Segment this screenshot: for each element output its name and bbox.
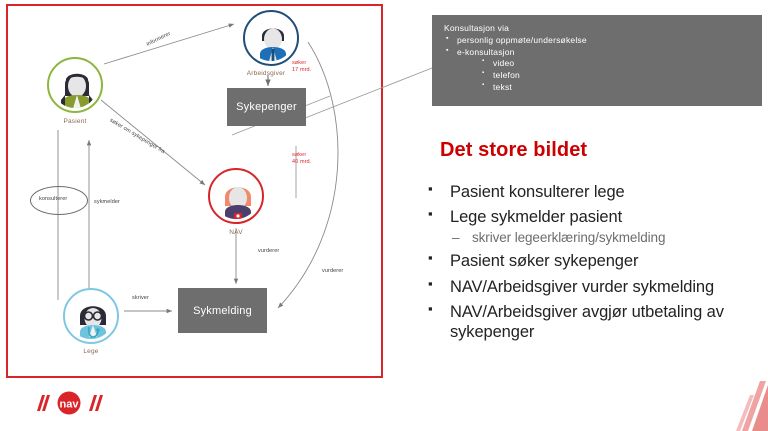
bullet-item: Lege sykmelder pasient skriver legeerklæ… (424, 206, 764, 246)
callout-subitem: telefon (482, 69, 752, 82)
callout-subitem: tekst (482, 81, 752, 94)
bullet-item: NAV/Arbeidsgiver vurder sykmelding (424, 276, 764, 297)
annotation-soker-40-line2: 40 mrd. (292, 158, 312, 165)
decorative-stripes (708, 361, 768, 431)
edge-label-vurderer-right: vurderer (322, 268, 344, 274)
bullet-label: NAV/Arbeidsgiver avgjør utbetaling av sy… (450, 303, 724, 342)
annotation-soker-40-line1: søker (292, 152, 307, 158)
edge-label-sykmelder: sykmelder (94, 199, 120, 205)
annotation-soker-17-line1: søker (292, 60, 307, 66)
bullet-label: Pasient søker sykepenger (450, 252, 639, 271)
content-bullet-list: Pasient konsulterer lege Lege sykmelder … (424, 181, 764, 348)
node-label-lege: Lege (83, 348, 99, 355)
bullet-subitem: skriver legeerklæring/sykmelding (450, 230, 764, 246)
node-label-arbeidsgiver: Arbeidsgiver (246, 70, 286, 77)
callout-item: e-konsultasjon (444, 46, 752, 59)
node-label-pasient: Pasient (63, 118, 87, 125)
avatar-arbeidsgiver (243, 10, 299, 66)
page-title: Det store bildet (440, 139, 588, 161)
bullet-item: NAV/Arbeidsgiver avgjør utbetaling av sy… (424, 301, 764, 343)
callout-subitem: video (482, 57, 752, 70)
edge-label-konsulterer: konsulterer (39, 196, 68, 202)
bullet-item: Pasient konsulterer lege (424, 181, 764, 202)
edge-label-vurderer-nav: vurderer (258, 248, 280, 254)
callout-item: personlig oppmøte/undersøkelse (444, 34, 752, 47)
process-box-sykmelding: Sykmelding (178, 288, 267, 333)
avatar-lege (63, 288, 119, 344)
annotation-soker-17-line2: 17 mrd. (292, 66, 312, 73)
callout-title: Konsultasjon via (444, 23, 510, 33)
callout-konsultasjon: Konsultasjon via personlig oppmøte/under… (432, 15, 762, 106)
avatar-pasient (47, 57, 103, 113)
bullet-label: Lege sykmelder pasient (450, 208, 623, 227)
bullet-label: Pasient konsulterer lege (450, 183, 625, 201)
process-box-sykepenger: Sykepenger (227, 88, 306, 126)
callout-sublist: video telefon tekst (482, 57, 752, 94)
nav-logo-text: nav (60, 399, 80, 411)
callout-list: personlig oppmøte/undersøkelse e-konsult… (444, 34, 752, 59)
bullet-sublist: skriver legeerklæring/sykmelding (450, 230, 764, 246)
bullet-item: Pasient søker sykepenger (424, 250, 764, 271)
avatar-nav (208, 168, 264, 224)
nav-logo: nav (33, 391, 111, 417)
edge-label-skriver: skriver (132, 295, 149, 301)
ellipse-konsulterer (30, 186, 88, 215)
bullet-label: NAV/Arbeidsgiver vurder sykmelding (450, 277, 715, 296)
node-label-nav: NAV (229, 229, 243, 236)
